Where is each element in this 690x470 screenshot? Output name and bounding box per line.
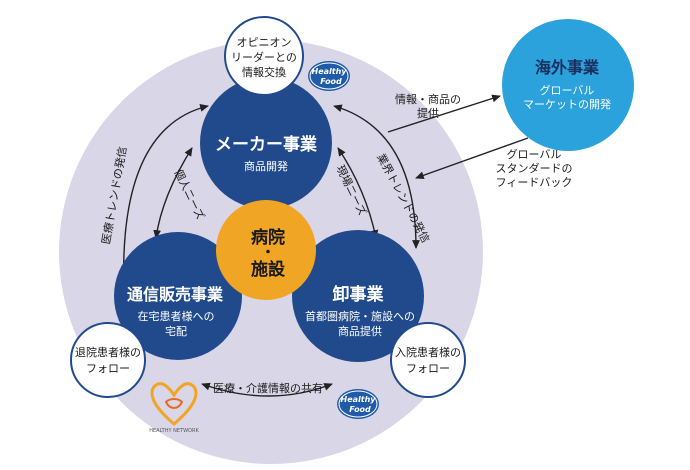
label-care-sharing: 医療・介護情報の共有 bbox=[213, 381, 323, 395]
svg-text:退院患者様の: 退院患者様の bbox=[75, 345, 141, 359]
global-subtitle-1: グローバル bbox=[540, 83, 595, 97]
mail-order-business: 通信販売事業 在宅患者様への 宅配 bbox=[114, 232, 242, 360]
svg-text:Food: Food bbox=[320, 77, 342, 86]
hospital-line1: 病院 bbox=[251, 227, 285, 248]
global-subtitle-2: マーケットの開発 bbox=[523, 97, 611, 111]
arrow-industry-trend bbox=[333, 104, 420, 249]
svg-text:フォロー: フォロー bbox=[406, 362, 450, 375]
arrow-feedback bbox=[415, 137, 529, 180]
svg-text:Healthy: Healthy bbox=[312, 67, 348, 76]
healthy-food-logo-bottom: Healthy Food bbox=[337, 389, 379, 419]
arrow-medical-trend bbox=[119, 104, 209, 293]
svg-text:HEALTHY NETWORK: HEALTHY NETWORK bbox=[149, 428, 199, 434]
label-info-supply-2: 提供 bbox=[417, 106, 439, 120]
wholesale-subtitle-1: 首都圏病院・施設への bbox=[305, 309, 415, 323]
discharged-patient-bubble: 退院患者様の フォロー bbox=[70, 322, 146, 398]
mail-order-subtitle-2: 宅配 bbox=[165, 324, 187, 338]
wholesale-business: 卸事業 首都圏病院・施設への 商品提供 bbox=[292, 230, 424, 362]
global-title: 海外事業 bbox=[535, 58, 600, 77]
label-feedback-2: スタンダードの bbox=[496, 161, 573, 175]
label-info-supply-1: 情報・商品の bbox=[395, 92, 461, 106]
maker-business: メーカー事業 商品開発 bbox=[200, 77, 332, 209]
maker-subtitle: 商品開発 bbox=[244, 159, 288, 173]
svg-text:情報交換: 情報交換 bbox=[242, 65, 286, 79]
svg-text:Healthy: Healthy bbox=[341, 395, 377, 404]
label-feedback-1: グローバル bbox=[507, 147, 562, 161]
svg-text:Food: Food bbox=[349, 405, 371, 414]
heart-icon bbox=[150, 382, 198, 426]
hospital-line2: 施設 bbox=[251, 259, 286, 280]
label-feedback-3: フィードバック bbox=[496, 176, 573, 189]
admitted-patient-bubble: 入院患者様の フォロー bbox=[390, 322, 466, 398]
wholesale-title: 卸事業 bbox=[333, 284, 384, 305]
svg-text:リーダーとの: リーダーとの bbox=[231, 50, 297, 64]
hospital-dot: ・ bbox=[261, 245, 275, 261]
arrow-info-supply bbox=[387, 94, 501, 133]
svg-text:入院患者様の: 入院患者様の bbox=[395, 345, 461, 359]
arrow-care-sharing bbox=[201, 382, 333, 397]
svg-text:オピニオン: オピニオン bbox=[237, 36, 292, 49]
mail-order-title: 通信販売事業 bbox=[127, 285, 224, 304]
healthy-food-logo-top: Healthy Food bbox=[308, 61, 350, 91]
global-business: 海外事業 グローバル マーケットの開発 bbox=[502, 19, 634, 151]
wholesale-subtitle-2: 商品提供 bbox=[338, 324, 382, 338]
mail-order-subtitle-1: 在宅患者様への bbox=[138, 309, 215, 323]
maker-title: メーカー事業 bbox=[215, 134, 317, 155]
svg-text:フォロー: フォロー bbox=[86, 362, 130, 375]
opinion-leader-bubble: オピニオン リーダーとの 情報交換 bbox=[224, 16, 304, 96]
hospital-facility: 病院 ・ 施設 bbox=[216, 200, 316, 300]
healthy-network-logo: HEALTHY NETWORK bbox=[149, 382, 199, 434]
